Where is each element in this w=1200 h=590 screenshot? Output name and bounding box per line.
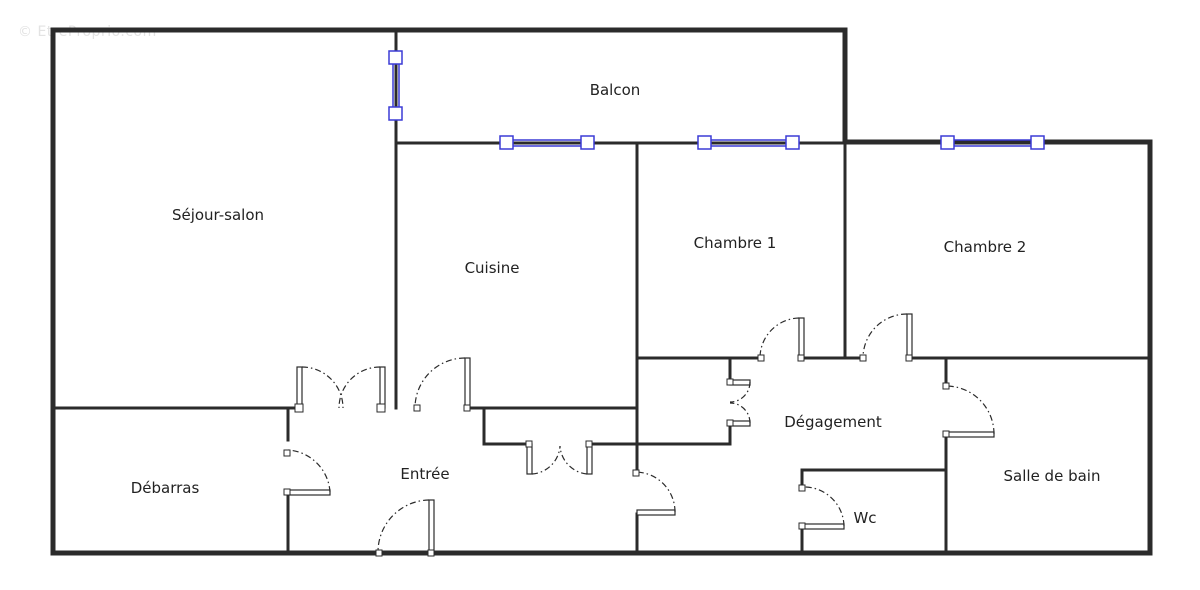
room-label-entree: Entrée	[400, 465, 449, 483]
window-chambre-2	[940, 135, 1045, 150]
room-label-sejour: Séjour-salon	[172, 206, 264, 224]
interior-walls	[51, 28, 1152, 555]
door-placard	[525, 440, 593, 475]
door-salle-de-bain	[942, 382, 995, 438]
door-debarras	[283, 449, 331, 496]
window-cuisine	[499, 135, 595, 150]
room-labels: Balcon Séjour-salon Cuisine Chambre 1 Ch…	[131, 81, 1101, 527]
door-degagement	[632, 469, 676, 516]
door-wc	[798, 484, 845, 530]
room-label-wc: Wc	[853, 509, 876, 527]
window-sejour-balcon	[388, 50, 403, 121]
window-chambre-1	[697, 135, 800, 150]
room-label-chambre-2: Chambre 2	[944, 238, 1027, 256]
door-cuisine	[413, 357, 471, 412]
outer-walls	[50, 27, 1153, 556]
door-entree	[375, 499, 435, 557]
room-label-debarras: Débarras	[131, 479, 200, 497]
room-label-degagement: Dégagement	[784, 413, 882, 431]
doors	[283, 313, 995, 557]
windows	[388, 50, 1045, 150]
room-label-salle-de-bain: Salle de bain	[1004, 467, 1101, 485]
door-chambre-1	[757, 317, 805, 362]
door-sejour	[294, 366, 386, 413]
room-label-balcon: Balcon	[590, 81, 641, 99]
room-label-cuisine: Cuisine	[465, 259, 520, 277]
door-placard-degagement	[726, 378, 751, 427]
room-label-chambre-1: Chambre 1	[694, 234, 777, 252]
door-chambre-2	[859, 313, 913, 362]
